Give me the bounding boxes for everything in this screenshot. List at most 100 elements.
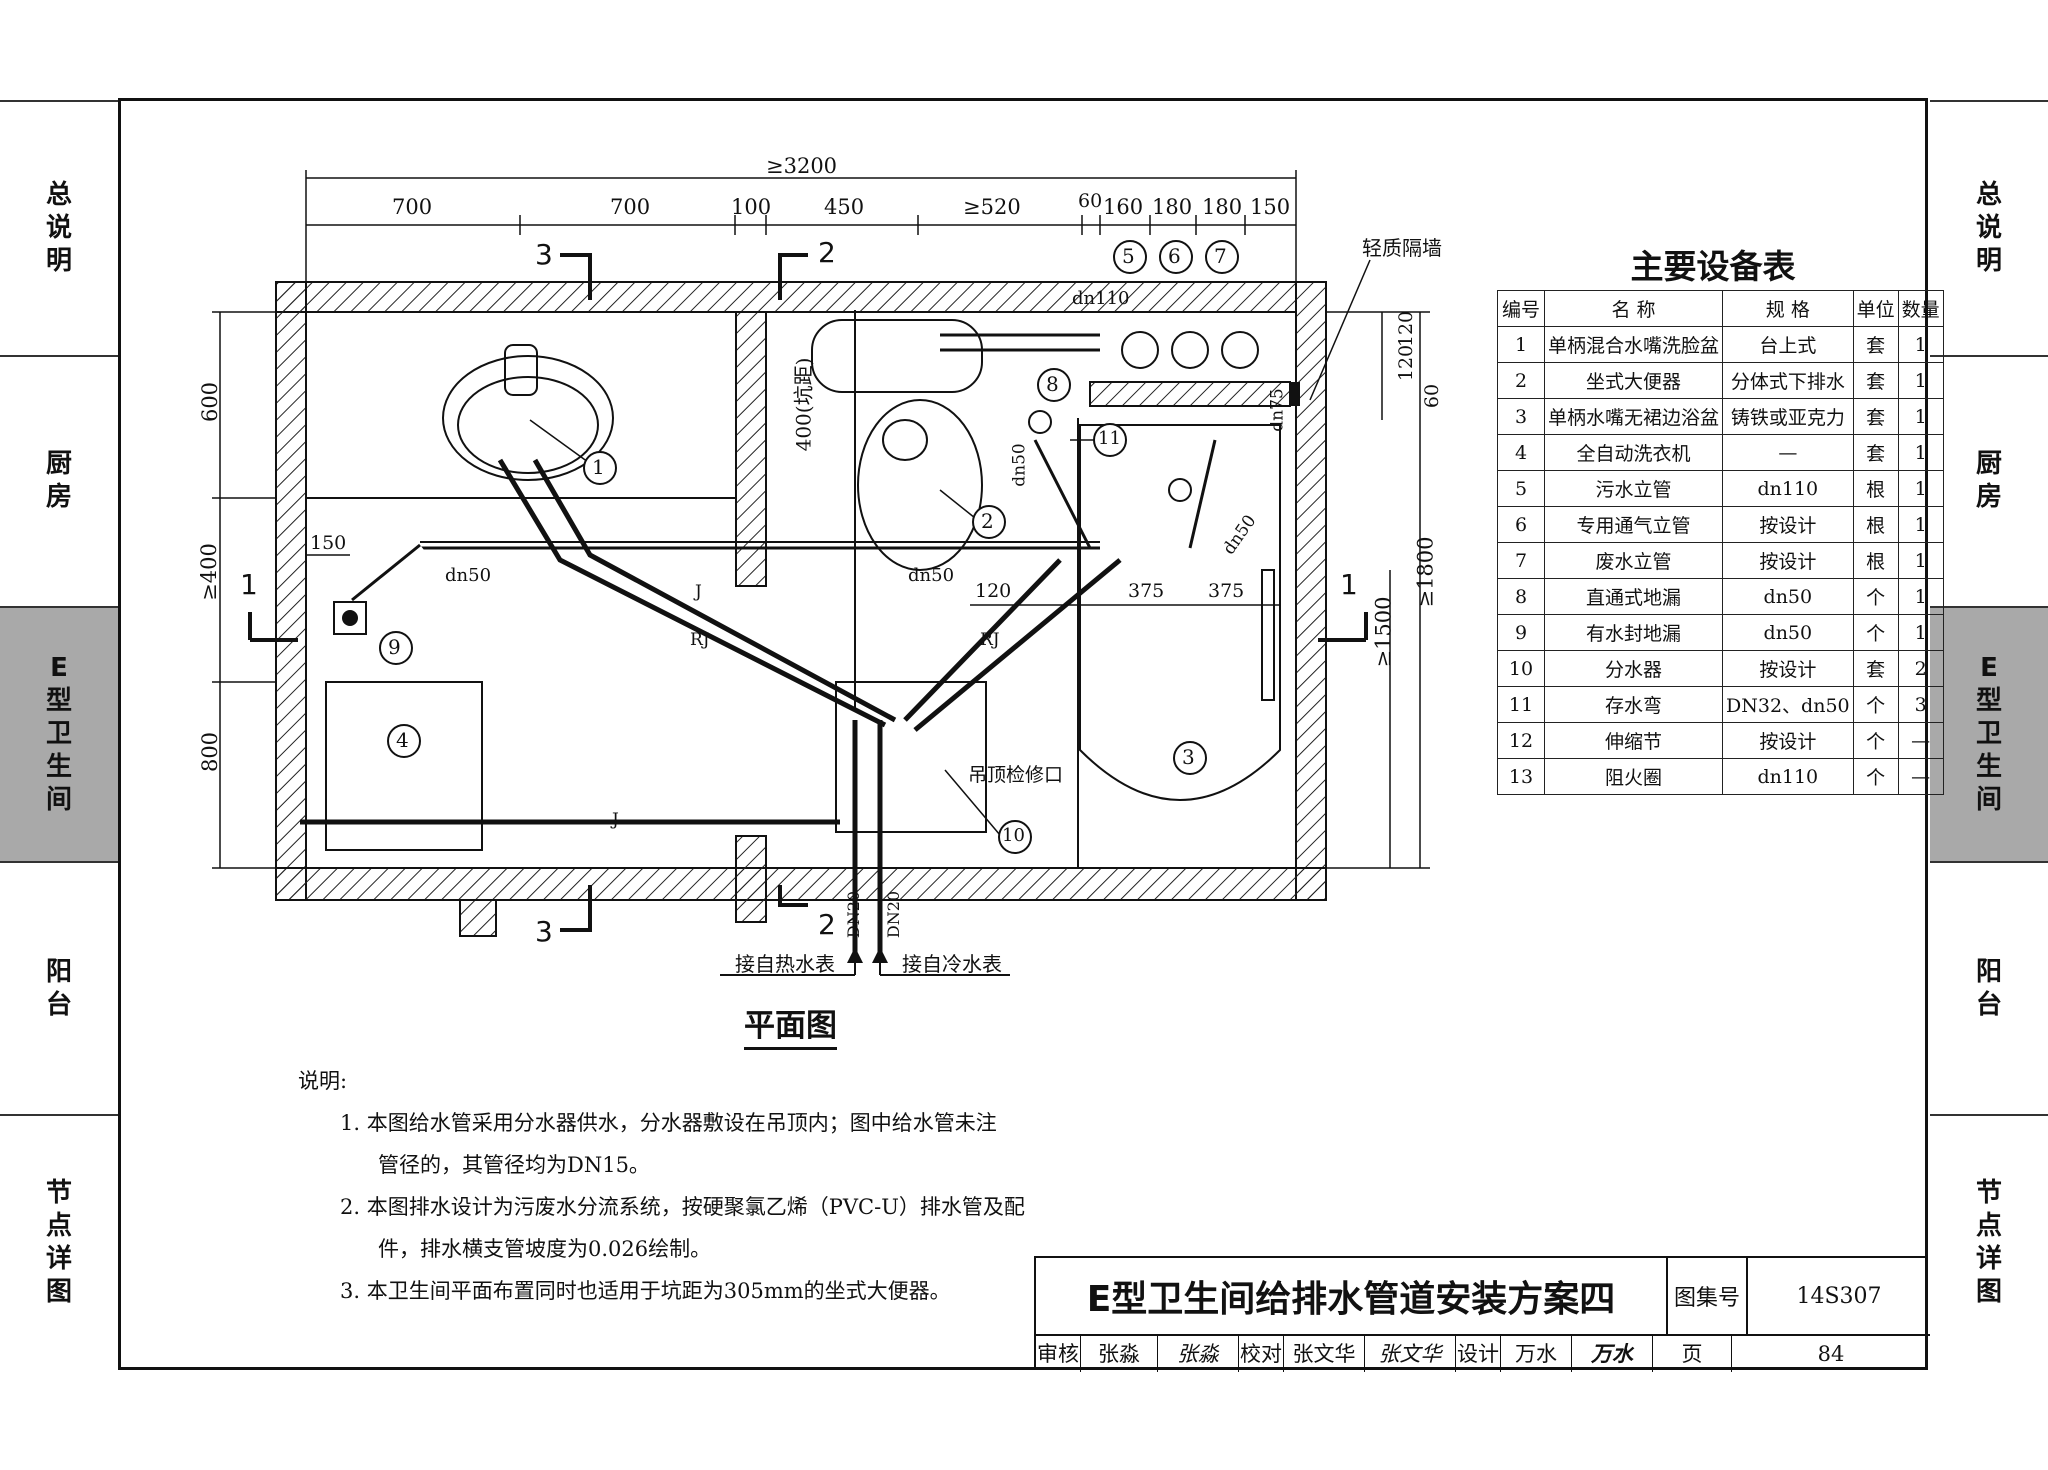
section-1-left: 1 — [240, 568, 258, 601]
cell: 个 — [1852, 722, 1899, 759]
supply-arrows — [720, 947, 1010, 976]
check-name: 张文华 — [1284, 1336, 1365, 1372]
note-number: 2. — [340, 1195, 361, 1219]
callout-10: 10 — [1002, 825, 1025, 846]
cell: 10 — [1497, 650, 1545, 687]
note-text: 本卫生间平面布置同时也适用于坑距为305mm的坐式大便器。 — [366, 1279, 951, 1303]
sidebar-left-kitchen[interactable]: 厨房 — [0, 355, 118, 608]
callout-6: 6 — [1168, 244, 1181, 268]
cell: dn110 — [1722, 470, 1854, 507]
cell: DN32、dn50 — [1722, 686, 1854, 723]
dim-top-2: 700 — [610, 195, 651, 219]
label-dn20-hot: DN20 — [844, 890, 864, 939]
note-2-cont: 件，排水横支管坡度为0.026绘制。 — [378, 1237, 712, 1261]
cell: 1 — [1897, 326, 1944, 363]
cell: 按设计 — [1722, 650, 1854, 687]
cell: 有水封地漏 — [1543, 614, 1724, 651]
label-light-wall: 轻质隔墙 — [1362, 236, 1442, 260]
cell: 1 — [1897, 398, 1944, 435]
note-2: 2. 本图排水设计为污废水分流系统，按硬聚氯乙烯（PVC-U）排水管及配 — [298, 1186, 1025, 1228]
col-header: 编号 — [1497, 290, 1545, 327]
design-name: 万水 — [1501, 1336, 1572, 1372]
cell: 1 — [1897, 362, 1944, 399]
label-pit-distance: 400(坑距) — [791, 357, 816, 452]
cell: 坐式大便器 — [1543, 362, 1724, 399]
sidebar-left-balcony[interactable]: 阳台 — [0, 863, 118, 1116]
design-signature: 万水 — [1572, 1336, 1653, 1372]
cell: — — [1722, 434, 1854, 471]
note-number: 1. — [340, 1111, 361, 1135]
sidebar-right-balcony[interactable]: 阳台 — [1930, 863, 2048, 1116]
cell: 7 — [1497, 542, 1545, 579]
sidebar-label: 节点详图 — [45, 1177, 72, 1307]
drain-pipes — [348, 333, 1217, 605]
section-2-top: 2 — [818, 236, 836, 269]
sidebar-left-bathroom-e[interactable]: E型卫生间 — [0, 608, 118, 863]
label-from-hot: 接自热水表 — [735, 952, 835, 976]
sidebar-left-details[interactable]: 节点详图 — [0, 1116, 118, 1369]
cell: 按设计 — [1722, 542, 1854, 579]
sidebar-label: 节点详图 — [1975, 1177, 2002, 1307]
label-from-cold: 接自冷水表 — [902, 952, 1002, 976]
callout-4: 4 — [396, 728, 409, 752]
cell: — — [1897, 758, 1944, 795]
cell: 1 — [1897, 614, 1944, 651]
equipment-table-title: 主要设备表 — [1630, 247, 1796, 286]
cell: 根 — [1852, 542, 1899, 579]
cell: 11 — [1497, 686, 1545, 723]
fixtures — [306, 319, 1281, 868]
cell: 铸铁或亚克力 — [1722, 398, 1854, 435]
dim-right-3: 60 — [1421, 383, 1444, 409]
dim-top-9: 180 — [1202, 195, 1243, 219]
section-marks — [248, 253, 1368, 932]
label-pipe-j-2: J — [695, 582, 702, 602]
note-1-cont: 管径的，其管径均为DN15。 — [378, 1153, 650, 1177]
dim-right-1: 120 — [1395, 310, 1418, 348]
cell: 1 — [1497, 326, 1545, 363]
cell: 套 — [1852, 398, 1899, 435]
dim-top-10: 150 — [1250, 195, 1291, 219]
sidebar-right-bathroom-e[interactable]: E型卫生间 — [1930, 608, 2048, 863]
cell: 1 — [1897, 470, 1944, 507]
review-label: 审核 — [1036, 1336, 1081, 1372]
notes-heading: 说明: — [298, 1069, 348, 1093]
atlas-label: 图集号 — [1668, 1258, 1748, 1336]
sidebar-right-general[interactable]: 总说明 — [1930, 100, 2048, 357]
page-number: 84 — [1817, 1342, 1845, 1366]
cell: 套 — [1852, 650, 1899, 687]
sidebar-label: 阳台 — [1975, 956, 2002, 1020]
cell: 1 — [1897, 542, 1944, 579]
dim-top-7: 160 — [1103, 195, 1144, 219]
cell: 5 — [1497, 470, 1545, 507]
review-signature: 张淼 — [1158, 1336, 1239, 1372]
sidebar-label: 总说明 — [45, 180, 72, 276]
callout-8: 8 — [1046, 372, 1059, 396]
cell: 分体式下排水 — [1722, 362, 1854, 399]
sidebar-left-general[interactable]: 总说明 — [0, 100, 118, 357]
section-1-right: 1 — [1340, 568, 1358, 601]
dimension-lines — [212, 170, 1430, 869]
cell: 4 — [1497, 434, 1545, 471]
dim-inner-a: 150 — [310, 532, 347, 554]
dim-top-1: 700 — [392, 195, 433, 219]
title-block: E型卫生间给排水管道安装方案四 图集号 14S307 审核 张淼 张淼 校对 张… — [1034, 1256, 1930, 1372]
sidebar-right-details[interactable]: 节点详图 — [1930, 1116, 2048, 1369]
label-dn75: dn75 — [1267, 388, 1288, 432]
cell: 2 — [1897, 650, 1944, 687]
dim-inner-d: 375 — [1208, 580, 1245, 602]
label-pipe-rj-2: RJ — [980, 630, 1000, 650]
cell: 按设计 — [1722, 722, 1854, 759]
cell: 全自动洗衣机 — [1543, 434, 1724, 471]
dim-top-5: ≥520 — [963, 195, 1021, 219]
sidebar-right-kitchen[interactable]: 厨房 — [1930, 355, 2048, 608]
dim-top-8: 180 — [1152, 195, 1193, 219]
section-3-top: 3 — [535, 238, 553, 271]
cell: 3 — [1897, 686, 1944, 723]
